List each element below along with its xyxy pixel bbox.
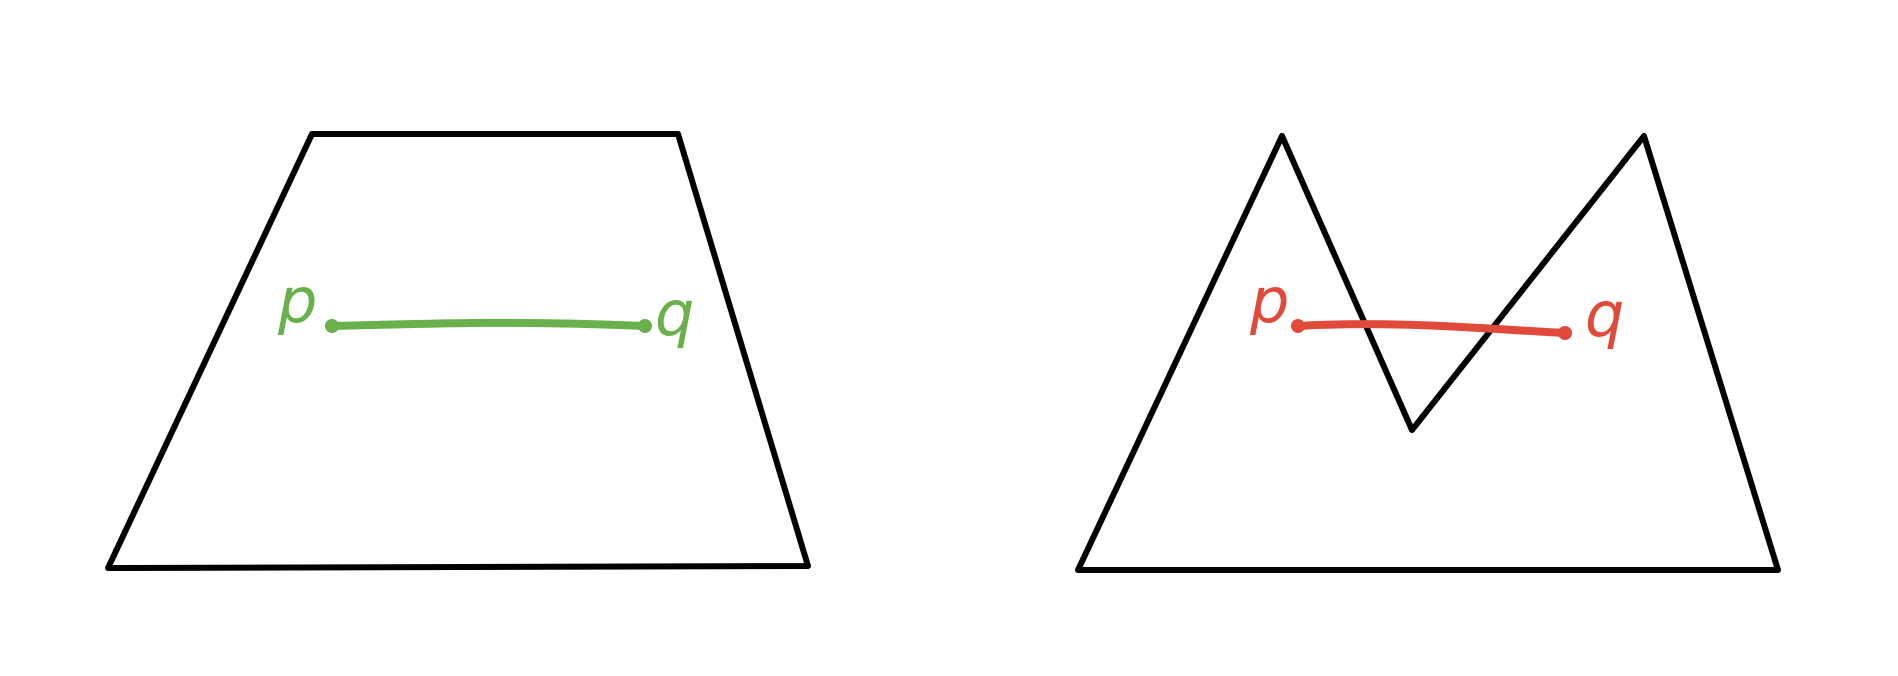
nonconvex-segment — [1291, 319, 1572, 340]
convex-figure: p q — [105, 131, 811, 571]
point-p-dot — [325, 319, 339, 333]
segment-pq-line — [328, 318, 649, 330]
point-p-label: p — [277, 264, 317, 337]
point-p-dot — [1291, 319, 1305, 333]
point-q-label: q — [1585, 278, 1624, 351]
point-p-label: p — [1249, 264, 1289, 337]
segment-pq-line — [1294, 320, 1569, 337]
point-q-label: q — [655, 277, 694, 350]
convex-shape-outline — [105, 131, 811, 571]
nonconvex-figure: p q — [1075, 133, 1781, 573]
point-q-dot — [638, 319, 652, 333]
point-q-dot — [1558, 326, 1572, 340]
nonconvex-shape-outline — [1075, 133, 1781, 573]
convex-segment — [325, 318, 652, 333]
